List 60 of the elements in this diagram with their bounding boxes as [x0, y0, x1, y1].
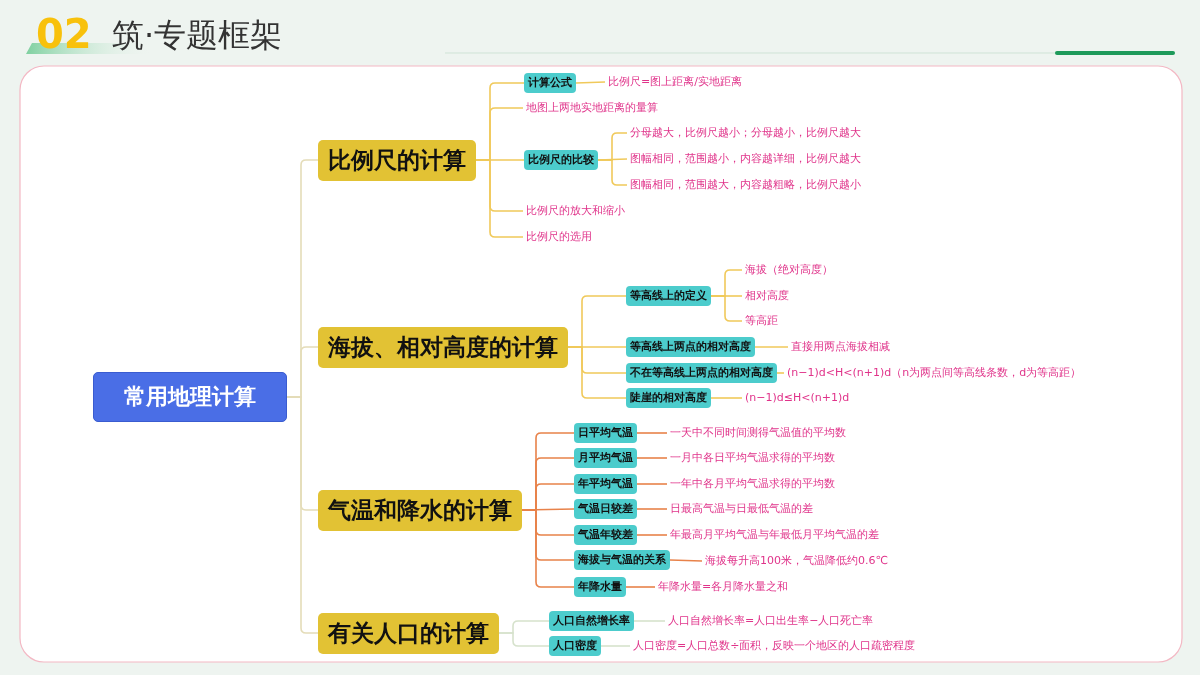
subtopic-tag: 等高线上两点的相对高度: [626, 337, 755, 357]
connector-line: [633, 620, 666, 622]
note-text: 一年中各月平均气温求得的平均数: [670, 476, 835, 492]
subtopic-tag: 不在等高线上两点的相对高度: [626, 363, 777, 383]
topic-box: 有关人口的计算: [318, 612, 499, 654]
subtopic-tag: 海拔与气温的关系: [574, 550, 670, 570]
connector-line: [600, 645, 631, 647]
note-text: 年降水量=各月降水量之和: [658, 579, 789, 595]
note-text: 比例尺的放大和缩小: [526, 203, 625, 219]
note-text: 比例尺=图上距离/实地距离: [608, 74, 742, 90]
subtopic-tag: 比例尺的比较: [524, 150, 598, 170]
note-text: 相对高度: [745, 288, 789, 304]
note-text: 年最高月平均气温与年最低月平均气温的差: [670, 527, 879, 543]
note-text: 等高距: [745, 313, 778, 329]
page-title: 筑·专题框架: [112, 15, 283, 56]
note-text: 直接用两点海拔相减: [791, 339, 890, 355]
topic-box: 海拔、相对高度的计算: [318, 326, 568, 368]
connector-line: [636, 432, 668, 434]
note-text: 一月中各日平均气温求得的平均数: [670, 450, 835, 466]
connector-line: [498, 632, 550, 647]
note-text: 海拔每升高100米，气温降低约0.6℃: [705, 553, 888, 569]
subtopic-tag: 日平均气温: [574, 423, 637, 443]
connector-line: [710, 397, 743, 399]
subtopic-tag: 气温日较差: [574, 499, 637, 519]
topic-box: 比例尺的计算: [318, 139, 476, 181]
subtopic-tag: 年降水量: [574, 577, 626, 597]
note-text: 一天中不同时间测得气温值的平均数: [670, 425, 846, 441]
note-text: (n−1)d<H<(n+1)d（n为两点间等高线条数，d为等高距）: [787, 365, 1082, 381]
note-text: 日最高气温与日最低气温的差: [670, 501, 813, 517]
connector-line: [575, 81, 606, 84]
connector-line: [625, 586, 656, 588]
subtopic-tag: 年平均气温: [574, 474, 637, 494]
note-text: 分母越大，比例尺越小；分母越小，比例尺越大: [630, 125, 861, 141]
topic-box: 气温和降水的计算: [318, 489, 522, 531]
subtopic-tag: 月平均气温: [574, 448, 637, 468]
note-text: 比例尺的选用: [526, 229, 592, 245]
subtopic-tag: 等高线上的定义: [626, 286, 711, 306]
connector-line: [636, 534, 668, 536]
connector-line: [636, 508, 668, 510]
note-text: 图幅相同，范围越小，内容越详细，比例尺越大: [630, 151, 861, 167]
subtopic-tag: 气温年较差: [574, 525, 637, 545]
root-box: 常用地理计算: [93, 372, 287, 422]
subtopic-tag: 计算公式: [524, 73, 576, 93]
note-text: 人口自然增长率=人口出生率−人口死亡率: [668, 613, 874, 629]
subtopic-tag: 陡崖的相对高度: [626, 388, 711, 408]
connector-line: [669, 559, 703, 562]
connector-line: [636, 483, 668, 485]
note-text: 图幅相同，范围越大，内容越粗略，比例尺越小: [630, 177, 861, 193]
connector-line: [636, 457, 668, 459]
note-text: 地图上两地实地距离的量算: [526, 100, 658, 116]
note-text: 海拔（绝对高度）: [745, 262, 833, 278]
connector-line: [710, 295, 743, 322]
subtopic-tag: 人口密度: [549, 636, 601, 656]
subtopic-tag: 人口自然增长率: [549, 611, 634, 631]
note-text: 人口密度=人口总数÷面积，反映一个地区的人口疏密程度: [633, 638, 916, 654]
connector-line: [776, 372, 785, 374]
note-text: (n−1)d≤H<(n+1)d: [745, 390, 850, 406]
connector-line: [597, 159, 628, 186]
connector-line: [754, 346, 789, 348]
section-number: 02: [36, 10, 92, 58]
